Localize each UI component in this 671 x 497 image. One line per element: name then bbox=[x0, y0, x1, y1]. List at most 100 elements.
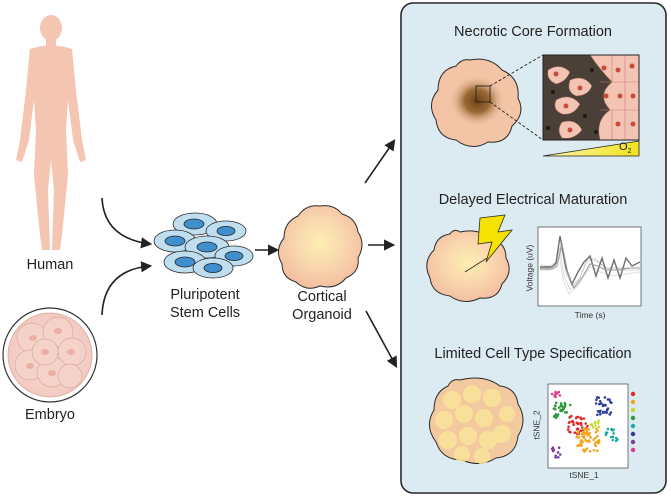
tsne-point bbox=[572, 423, 575, 427]
zoom-box bbox=[475, 85, 491, 103]
tsne-points bbox=[550, 390, 619, 459]
human-silhouette bbox=[16, 15, 86, 250]
tsne-point bbox=[556, 451, 560, 454]
tsne-point bbox=[603, 396, 607, 399]
tsne-point bbox=[554, 401, 558, 405]
organoid-label-line2: Organoid bbox=[292, 307, 352, 323]
tsne-point bbox=[597, 441, 601, 444]
tsne-point bbox=[562, 407, 566, 410]
tsne-point bbox=[592, 438, 595, 442]
tsne-point bbox=[597, 425, 601, 429]
tsne-point bbox=[594, 431, 598, 434]
cortical-organoid bbox=[278, 205, 363, 289]
tsne-point bbox=[564, 411, 567, 414]
tsne-point bbox=[567, 425, 570, 429]
lightning-bolt-icon bbox=[477, 214, 513, 263]
organoid-label-line1: Cortical bbox=[297, 289, 347, 305]
tsne-point bbox=[573, 431, 577, 435]
tsne-point bbox=[609, 435, 613, 439]
oxygen-gradient bbox=[542, 140, 640, 157]
tsne-point bbox=[594, 402, 598, 405]
tsne-point bbox=[566, 428, 570, 431]
tsne-point bbox=[583, 450, 586, 453]
tsne-point bbox=[580, 444, 583, 448]
tsne-point bbox=[570, 420, 573, 423]
tsne-point bbox=[575, 416, 579, 419]
tsne-point bbox=[596, 396, 599, 399]
tsne-point bbox=[585, 447, 589, 451]
necrotic-core bbox=[449, 75, 505, 127]
tsne-point bbox=[586, 424, 589, 428]
trace-faint-2 bbox=[540, 243, 640, 287]
tsne-point bbox=[568, 415, 571, 419]
tsne-legend-dot bbox=[630, 415, 636, 421]
tsne-point bbox=[594, 441, 597, 445]
tsne-legend-dot bbox=[630, 423, 636, 429]
tsne-point bbox=[590, 423, 593, 427]
tsne-point bbox=[596, 413, 599, 417]
tsne-point bbox=[554, 454, 557, 458]
tsne-point bbox=[596, 421, 600, 425]
voltage-trace-plot bbox=[537, 226, 642, 307]
tsne-point bbox=[584, 422, 587, 425]
tsne-point bbox=[552, 407, 556, 410]
tsne-ylabel: tSNE_2 bbox=[531, 410, 542, 440]
stem-cell-cluster bbox=[153, 212, 254, 279]
zoom-line-top bbox=[489, 54, 544, 87]
tsne-point bbox=[576, 427, 580, 431]
tsne-point bbox=[614, 439, 618, 443]
tsne-point bbox=[604, 433, 608, 437]
tsne-point bbox=[595, 398, 598, 402]
tsne-legend-dot bbox=[630, 439, 636, 445]
tsne-point bbox=[568, 403, 572, 407]
tsne-point bbox=[582, 417, 586, 420]
trace-main-1 bbox=[540, 235, 641, 286]
tsne-point bbox=[576, 430, 580, 433]
tsne-point bbox=[557, 456, 560, 459]
embryo-image bbox=[2, 307, 98, 403]
tsne-point bbox=[576, 422, 580, 426]
tsne-point bbox=[594, 444, 598, 448]
tsne-plot bbox=[547, 383, 636, 469]
tsne-point bbox=[580, 417, 583, 421]
tsne-point bbox=[606, 427, 610, 431]
tsne-point bbox=[577, 443, 581, 447]
tsne-point bbox=[592, 448, 596, 452]
tsne-point bbox=[582, 430, 585, 434]
tsne-point bbox=[599, 412, 602, 416]
tsne-legend bbox=[630, 391, 636, 453]
tsne-point bbox=[609, 400, 612, 404]
tsne-point bbox=[560, 404, 563, 408]
necrotic-tissue-zoom bbox=[542, 54, 640, 141]
tsne-point bbox=[580, 432, 584, 436]
tsne-point bbox=[605, 411, 608, 415]
tsne-point bbox=[554, 404, 557, 407]
psc-label-line2: Stem Cells bbox=[169, 305, 241, 321]
tsne-point bbox=[612, 428, 615, 432]
tsne-xlabel: tSNE_1 bbox=[569, 470, 599, 480]
tsne-point bbox=[567, 421, 571, 424]
tsne-point bbox=[591, 426, 595, 429]
tsne-point bbox=[553, 415, 556, 419]
tsne-point bbox=[569, 430, 572, 434]
voltage-ylabel: Voltage (uV) bbox=[524, 244, 535, 292]
panel-title-celltype: Limited Cell Type Specification bbox=[434, 346, 632, 362]
tsne-point bbox=[558, 394, 562, 397]
arrow-to-celltype bbox=[365, 310, 398, 368]
tsne-point bbox=[604, 404, 607, 407]
tsne-point bbox=[588, 449, 592, 453]
tsne-point bbox=[596, 449, 599, 453]
tsne-point bbox=[551, 449, 555, 453]
tsne-point bbox=[558, 406, 561, 409]
tsne-point bbox=[596, 435, 599, 438]
tsne-point bbox=[580, 439, 584, 442]
arrow-to-necrotic bbox=[364, 139, 396, 184]
tsne-point bbox=[551, 446, 555, 450]
zoom-line-bottom bbox=[489, 101, 544, 141]
tsne-point bbox=[601, 403, 605, 407]
tsne-point bbox=[597, 419, 600, 423]
tsne-legend-dot bbox=[630, 399, 636, 405]
tsne-point bbox=[586, 434, 589, 437]
tsne-point bbox=[556, 414, 559, 418]
